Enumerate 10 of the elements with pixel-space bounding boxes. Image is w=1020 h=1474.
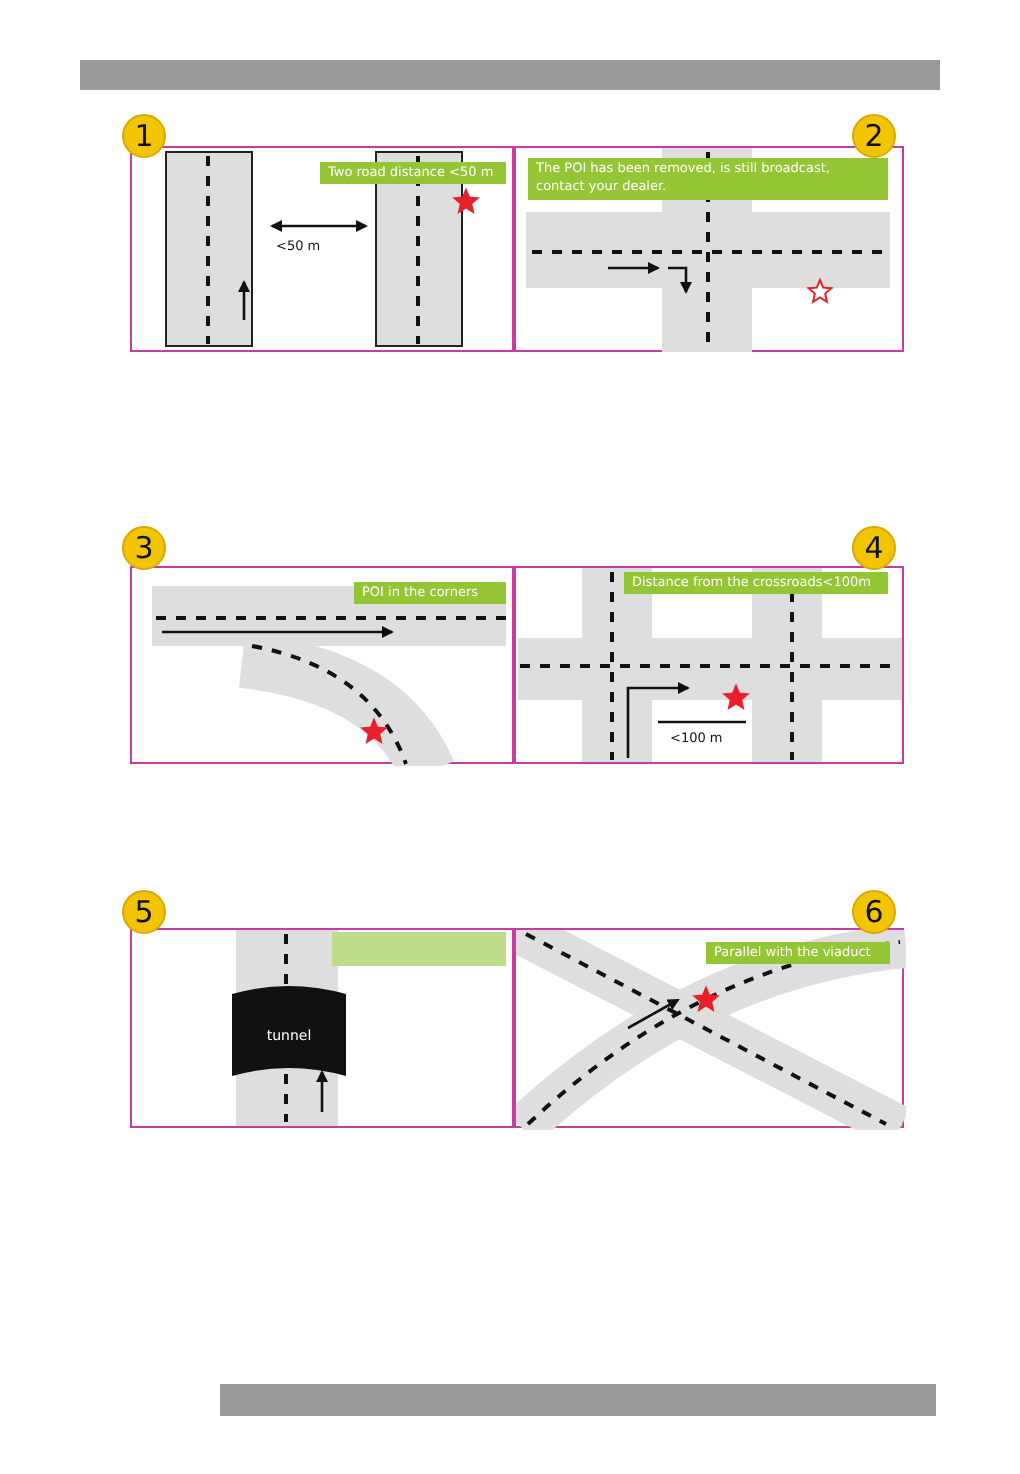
number-badge: 6 [852,890,896,934]
number-badge: 2 [852,114,896,158]
illustration-panel [130,146,514,352]
number-badge: 1 [122,114,166,158]
callout-box [332,932,506,966]
illustration-panel [130,566,514,764]
number-badge: 3 [122,526,166,570]
number-badge: 4 [852,526,896,570]
illustration-panel [130,928,514,1128]
number-badge: 5 [122,890,166,934]
